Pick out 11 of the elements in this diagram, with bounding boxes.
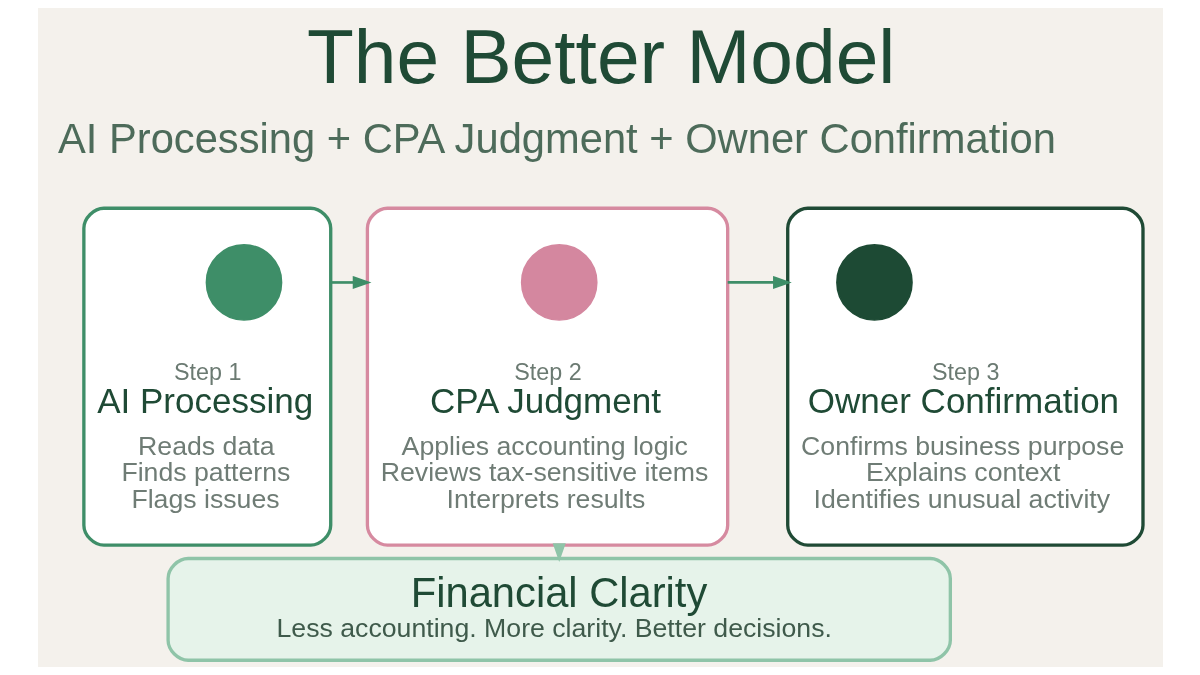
node-circle	[205, 244, 282, 321]
cluster: Step 3 Owner Confirmation Confirms business purpose Explains context Identifies unusual activity	[785, 206, 1145, 547]
node-circle	[520, 244, 598, 321]
cluster: Step 1 AI Processing Reads data Finds patterns Flags issues	[81, 206, 332, 547]
arrow	[330, 275, 371, 289]
label: AI Processing + CPA Judgment + Owner Confirmation	[57, 115, 1056, 163]
node-circle	[835, 244, 913, 321]
cluster: Step 2 CPA Judgment Applies accounting logic Reviews tax-sensitive items Interprets results	[365, 206, 729, 547]
node-box: Financial Clarity Less accounting. More clarity. Better decisions.	[165, 556, 952, 662]
diagram-title: The Better Model	[306, 13, 895, 99]
arrow	[727, 275, 792, 289]
